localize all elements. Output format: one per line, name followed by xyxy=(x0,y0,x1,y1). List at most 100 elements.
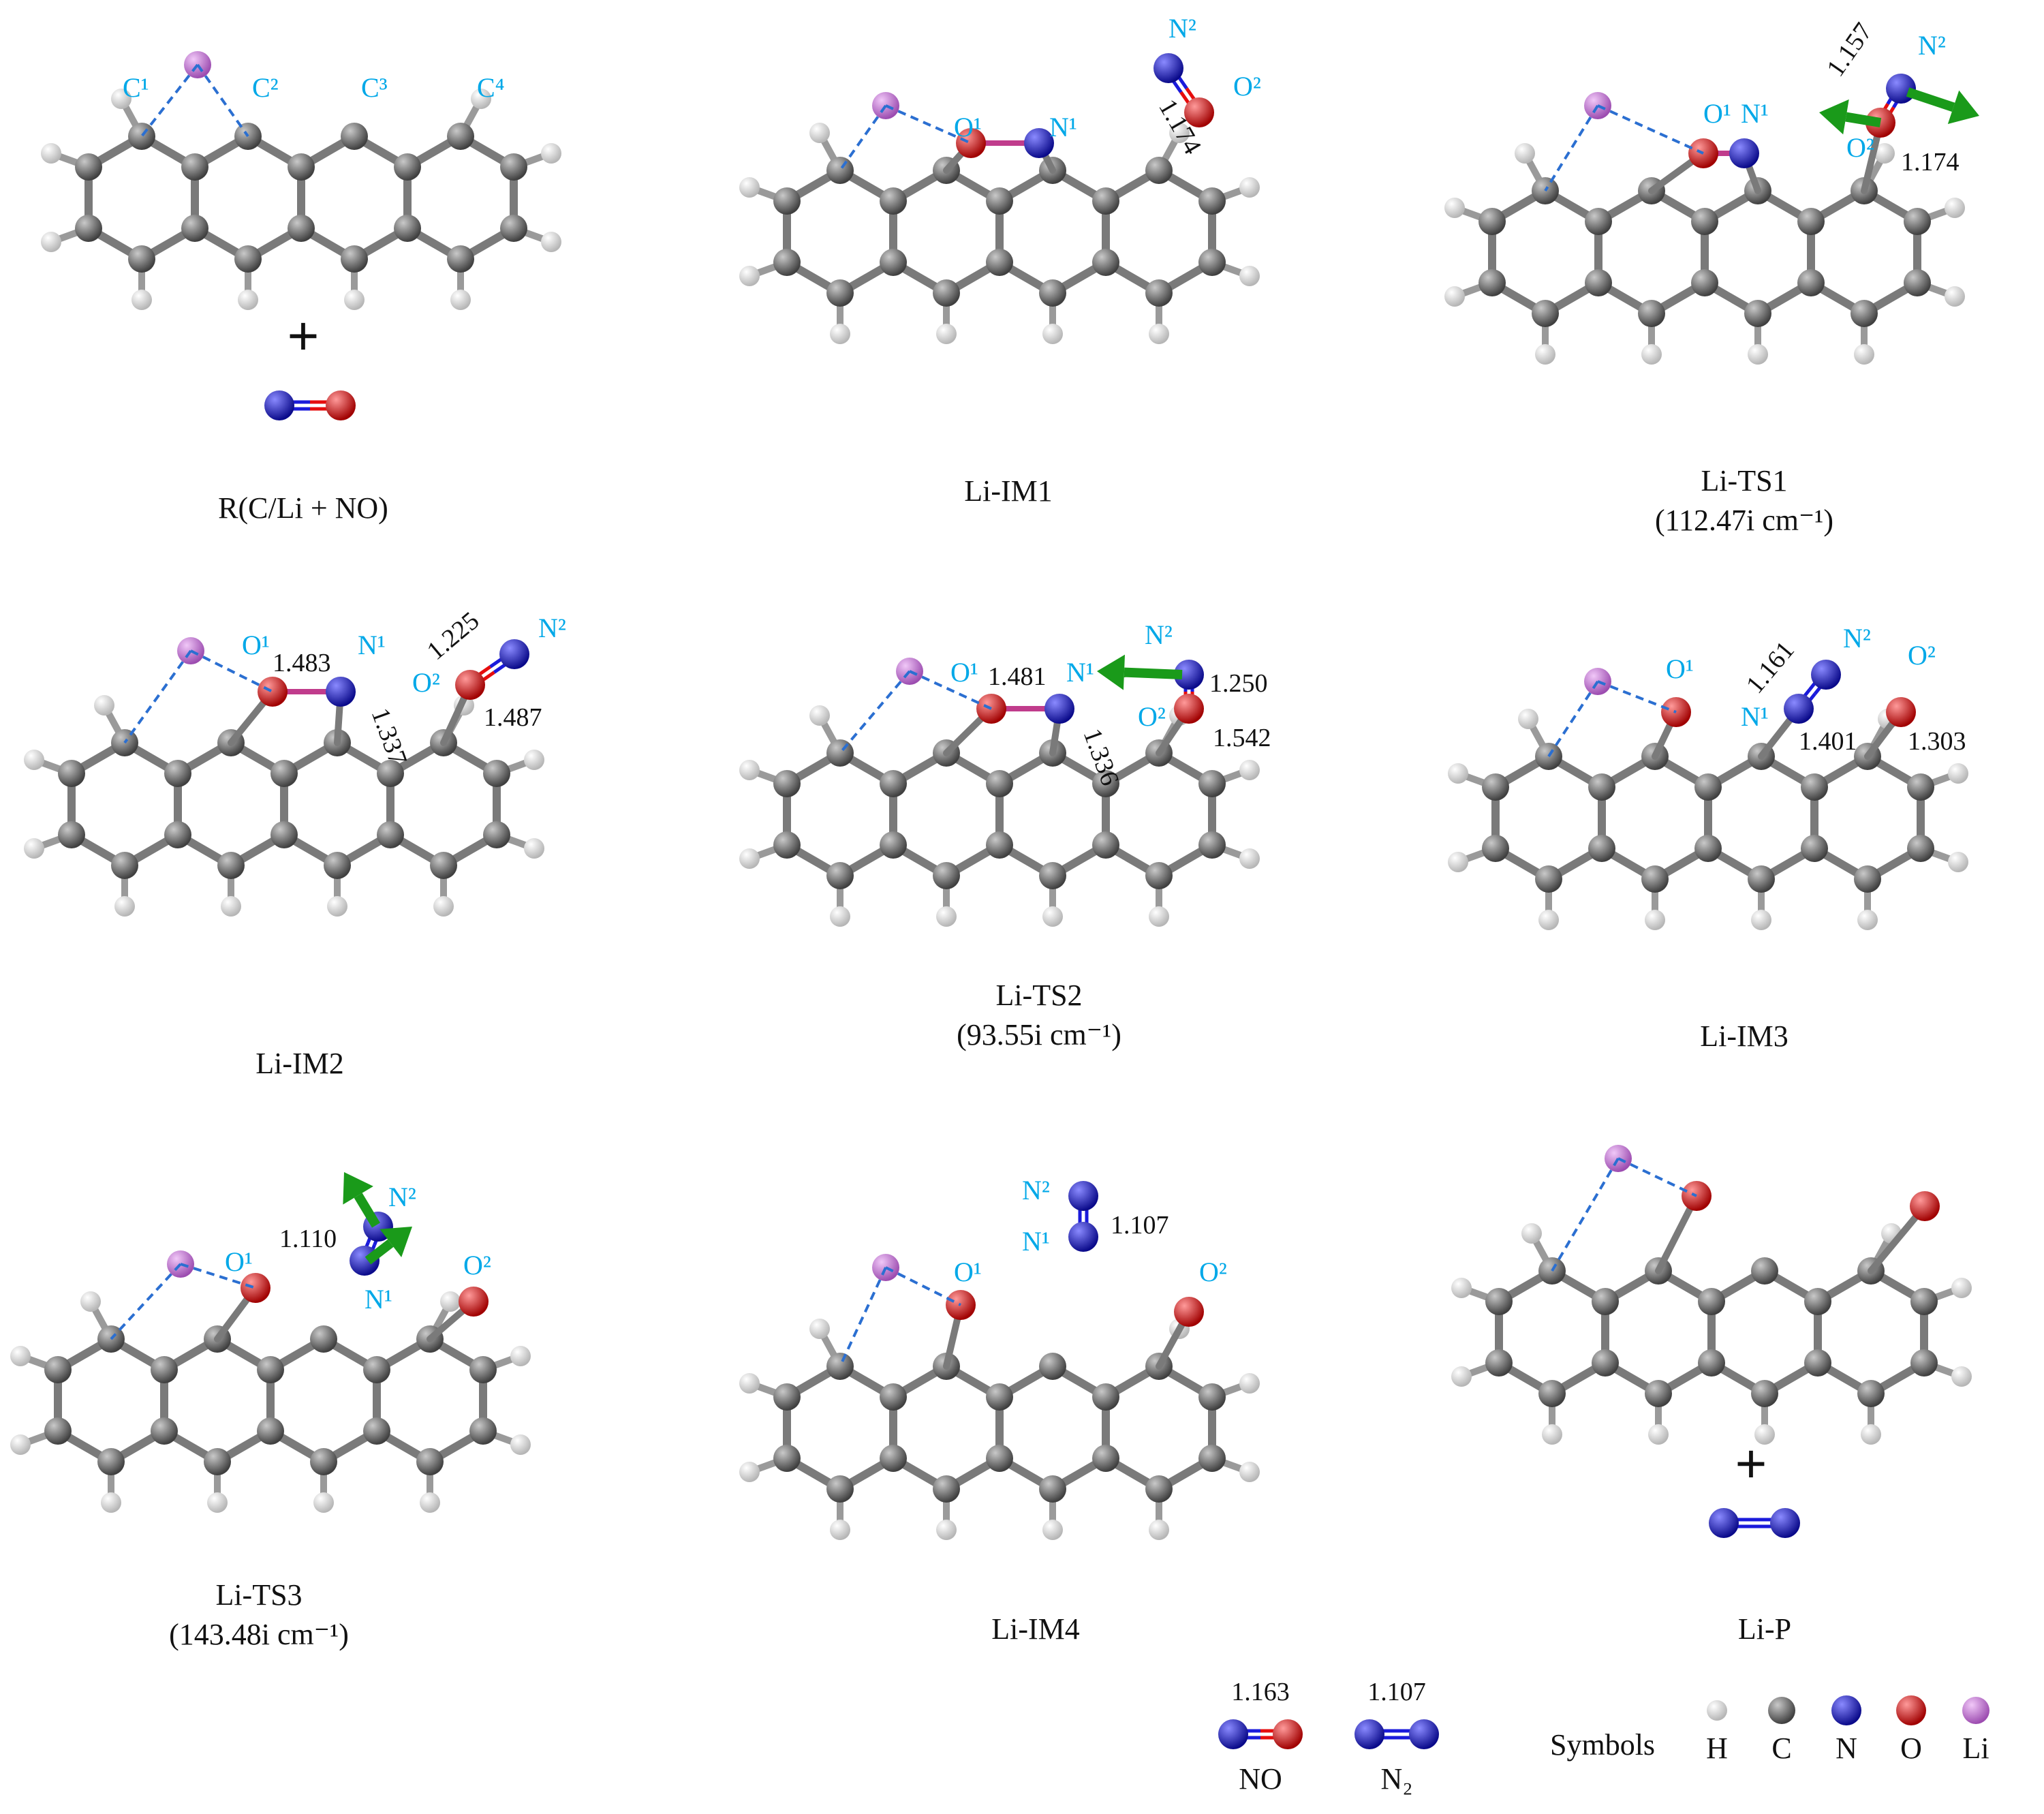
bond-length: 1.487 xyxy=(484,703,542,732)
carbon-atom xyxy=(1198,1383,1226,1411)
atom-label: C⁴ xyxy=(477,72,505,103)
bond-length: 1.157 xyxy=(1821,18,1878,82)
frequency-ts2: (93.55i cm⁻¹) xyxy=(957,1018,1121,1051)
nitrogen-atom xyxy=(1811,660,1841,690)
atom-label: O² xyxy=(1233,71,1261,102)
atom-label: O² xyxy=(463,1250,491,1280)
hydrogen-atom xyxy=(1169,123,1190,143)
hydrogen-atom xyxy=(541,232,561,252)
hydrogen-atom xyxy=(739,1462,760,1482)
coordination-bond xyxy=(839,1267,887,1367)
carbon-atom xyxy=(270,760,298,787)
atom-label: N² xyxy=(1843,623,1871,654)
carbon-atom xyxy=(1482,773,1509,801)
atom-label: O¹ xyxy=(954,112,982,142)
hydrogen-atom xyxy=(1538,910,1559,930)
hydrogen-atom xyxy=(1754,1424,1775,1445)
nitrogen-atom xyxy=(326,677,356,707)
hydrogen-atom xyxy=(24,838,44,859)
plus-sign: + xyxy=(1735,1433,1767,1494)
hydrogen-atom xyxy=(80,1291,101,1312)
hydrogen-atom xyxy=(1239,177,1260,198)
carbon-atom xyxy=(111,852,138,879)
atom-label: N¹ xyxy=(365,1284,392,1315)
carbon-atom xyxy=(1092,1445,1119,1472)
carbon-atom xyxy=(483,760,510,787)
hydrogen-atom xyxy=(1518,709,1538,729)
hydrogen-atom xyxy=(1239,266,1260,286)
coordination-bond xyxy=(839,670,911,754)
hydrogen-atom xyxy=(830,906,850,927)
carbon-atom xyxy=(1478,208,1506,235)
carbon-atom xyxy=(1092,1383,1119,1411)
carbon-atom xyxy=(1910,1288,1938,1315)
atom-label: C¹ xyxy=(123,72,149,103)
oxygen-atom xyxy=(956,128,986,158)
hydrogen-atom xyxy=(1948,852,1968,872)
carbon-atom xyxy=(1039,862,1066,889)
carbon-atom xyxy=(377,760,404,787)
caption-im3: Li-IM3 xyxy=(1700,1019,1788,1053)
atom-label: O² xyxy=(1138,701,1166,732)
carbon-atom xyxy=(1904,208,1931,235)
molecule-ts3 xyxy=(10,1172,531,1513)
hydrogen-atom xyxy=(1444,286,1465,307)
carbon-atom xyxy=(341,245,368,273)
atom-label: O¹ xyxy=(225,1246,253,1277)
caption-im4: Li-IM4 xyxy=(991,1612,1080,1646)
carbon-atom xyxy=(288,153,315,181)
vibration-arrow-head xyxy=(1819,99,1849,135)
carbon-atom xyxy=(880,770,907,797)
hydrogen-atom xyxy=(101,1492,121,1513)
hydrogen-atom xyxy=(440,1291,461,1312)
bond-length: 1.107 xyxy=(1111,1211,1169,1240)
oxygen-atom xyxy=(1174,1297,1204,1327)
carbon-atom xyxy=(1485,1349,1513,1377)
hydrogen-atom xyxy=(510,1434,531,1455)
carbon-atom xyxy=(826,862,854,889)
carbon-atom xyxy=(204,1448,231,1475)
oxygen-atom xyxy=(1273,1719,1303,1749)
carbon-atom xyxy=(1801,773,1828,801)
nitrogen-atom xyxy=(1068,1222,1098,1252)
legend-h-label: H xyxy=(1706,1732,1728,1765)
bond-length: 1.161 xyxy=(1741,636,1800,698)
carbon-atom xyxy=(933,279,960,307)
bond-length: 1.542 xyxy=(1213,724,1271,752)
hydrogen-atom xyxy=(1515,143,1535,164)
carbon-atom xyxy=(483,821,510,848)
carbon-atom xyxy=(1092,770,1119,797)
carbon-atom xyxy=(773,1383,801,1411)
hydrogen-atom xyxy=(1451,1278,1472,1298)
carbon-atom xyxy=(1804,1288,1831,1315)
hydrogen-atom xyxy=(1239,848,1260,869)
carbon-atom xyxy=(270,821,298,848)
atom-label: N² xyxy=(1145,619,1173,650)
carbon-atom xyxy=(1145,157,1173,184)
hydrogen-atom xyxy=(1854,344,1874,365)
legend-c-label: C xyxy=(1771,1732,1791,1765)
vibration-arrow-head xyxy=(380,1227,412,1257)
hydrogen-atom xyxy=(524,750,544,770)
hydrogen-atom xyxy=(739,848,760,869)
carbon-atom xyxy=(1535,865,1562,893)
carbon-atom xyxy=(430,852,457,879)
hydrogen-atom xyxy=(131,290,152,310)
carbon-atom xyxy=(181,153,208,181)
carbon-atom xyxy=(1145,279,1173,307)
legend-title: Symbols xyxy=(1550,1728,1655,1762)
atom-label: O² xyxy=(412,667,440,698)
carbon-atom xyxy=(986,831,1013,859)
hydrogen-atom xyxy=(420,1492,440,1513)
hydrogen-atom xyxy=(1945,198,1965,218)
carbon-atom xyxy=(773,831,801,859)
hydrogen-atom xyxy=(433,896,454,917)
carbon-atom xyxy=(1851,300,1878,327)
vibration-arrow-head xyxy=(1947,90,1979,125)
carbon-atom xyxy=(310,1448,337,1475)
atom-label: N² xyxy=(1918,30,1946,61)
hydrogen-atom xyxy=(1521,1223,1542,1244)
hydrogen-atom xyxy=(1951,1366,1972,1387)
carbon-atom xyxy=(1751,1257,1778,1285)
carbon-atom xyxy=(1907,773,1934,801)
